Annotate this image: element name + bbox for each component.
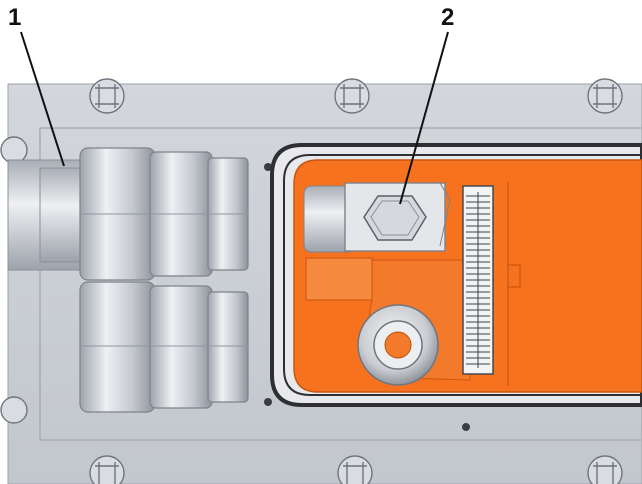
callout-label-1: 1 [8, 4, 22, 31]
leader-line-1 [20, 31, 65, 167]
bolt-bottom-2 [337, 455, 373, 484]
bolt-left-2 [0, 396, 28, 424]
bolt-top-3 [587, 78, 623, 114]
bolt-top-1 [89, 78, 125, 114]
leader-line-2 [399, 31, 449, 205]
connector-plug [7, 147, 249, 413]
bolt-bottom-3 [587, 455, 623, 484]
callout-label-2: 2 [441, 4, 455, 31]
terminal-hex-bolt [344, 182, 451, 252]
perimeter-bolts [0, 78, 623, 484]
bolt-bottom-1 [89, 455, 125, 484]
mounting-dots [264, 163, 470, 431]
round-stud-washer [357, 304, 439, 386]
callout-leaders [20, 31, 449, 205]
bolt-left-1 [0, 136, 28, 164]
bolt-top-2 [334, 78, 370, 114]
terminal-strip [462, 185, 494, 375]
